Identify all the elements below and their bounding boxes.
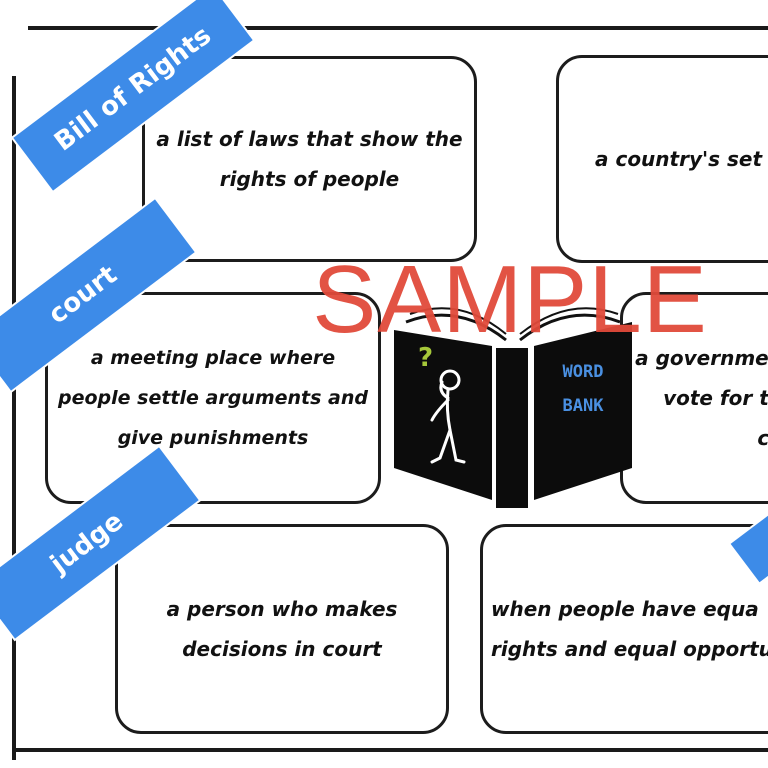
frame-top-line (28, 26, 768, 30)
question-mark: ? (418, 343, 433, 373)
card-text: a list of laws that show the rights of p… (156, 127, 463, 191)
card-text: when people have equa rights and equal o… (491, 597, 768, 661)
card-bill-of-rights-definition: a list of laws that show the rights of p… (142, 56, 477, 262)
frame-left-line (12, 76, 16, 760)
card-text: a country's set (595, 147, 763, 171)
open-book-svg: ? (394, 307, 632, 508)
card-court-definition: a meeting place where people settle argu… (45, 292, 381, 504)
card-text: a meeting place where people settle argu… (57, 347, 368, 449)
card-democracy-definition: a governmen vote for th co (620, 292, 768, 504)
open-book-icon: ? WORD BANK (388, 300, 638, 515)
book-label-word: WORD (562, 362, 604, 382)
card-constitution-definition: a country's set (556, 55, 768, 263)
book-label-bank: BANK (562, 396, 604, 416)
card-text: a governmen vote for th co (635, 346, 768, 450)
frame-bottom-line (14, 748, 768, 752)
card-equality-definition: when people have equa rights and equal o… (480, 524, 768, 734)
card-text: a person who makes decisions in court (166, 597, 398, 661)
card-judge-definition: a person who makes decisions in court (115, 524, 449, 734)
